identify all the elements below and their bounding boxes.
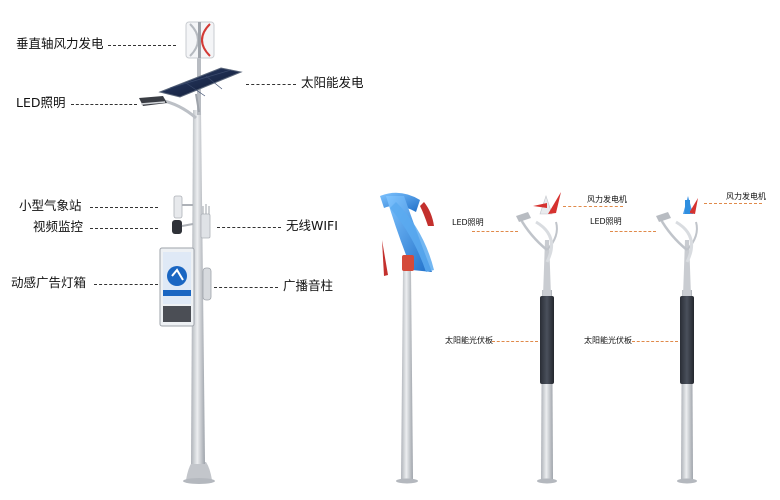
leader-vertical-wind xyxy=(108,45,176,46)
pole-c-label-led: LED照明 xyxy=(590,217,622,226)
leader-lightbox xyxy=(94,284,158,285)
leader-speaker xyxy=(214,287,278,288)
main-smart-pole xyxy=(139,21,243,484)
leader-weather-station xyxy=(90,207,158,208)
pole-b-label-wind-turbine: 风力发电机 xyxy=(587,195,627,204)
solar-panel xyxy=(158,67,243,113)
wifi-box xyxy=(200,204,211,239)
label-video-monitoring: 视频监控 xyxy=(33,219,84,234)
label-solar-power: 太阳能发电 xyxy=(301,75,364,90)
leader-wifi xyxy=(217,227,281,228)
pole-a-shaft xyxy=(401,270,413,480)
pole-b-leader-pv xyxy=(492,341,538,342)
pole-c-label-pv-panel: 太阳能光伏板 xyxy=(584,336,632,345)
pole-b-pv-panel xyxy=(540,296,554,384)
pole-b-label-pv-panel: 太阳能光伏板 xyxy=(445,336,493,345)
leader-video xyxy=(90,228,158,229)
speaker-column xyxy=(202,267,212,301)
pole-c-leader-led xyxy=(610,231,656,232)
label-vertical-wind-power: 垂直轴风力发电 xyxy=(16,36,104,51)
video-camera xyxy=(172,220,194,234)
pole-b xyxy=(516,192,561,484)
pole-a-red-blade xyxy=(420,202,434,226)
pole-shaft xyxy=(191,110,205,464)
pole-a-blue-turbine xyxy=(380,192,434,484)
label-advertising-lightbox: 动感广告灯箱 xyxy=(11,275,87,290)
led-lamp xyxy=(139,96,197,120)
advertising-lightbox xyxy=(159,247,195,327)
label-broadcast-speaker: 广播音柱 xyxy=(283,278,334,293)
pole-b-leader-led xyxy=(472,231,518,232)
pole-c-leader-wind xyxy=(704,203,762,204)
pole-c-pv-panel xyxy=(680,296,694,384)
label-led-lighting: LED照明 xyxy=(16,95,66,110)
pole-c xyxy=(656,196,698,484)
pole-base xyxy=(186,462,212,480)
pole-b-label-led: LED照明 xyxy=(452,218,484,227)
label-wireless-wifi: 无线WIFI xyxy=(286,218,338,233)
vertical-wind-turbine xyxy=(185,21,215,59)
leader-solar xyxy=(246,84,296,85)
pole-c-label-wind-turbine: 风力发电机 xyxy=(726,192,766,201)
pole-c-leader-pv xyxy=(632,341,678,342)
pole-b-leader-wind xyxy=(563,206,623,207)
leader-led xyxy=(71,104,137,105)
label-weather-station: 小型气象站 xyxy=(19,198,82,213)
weather-station xyxy=(173,195,193,219)
